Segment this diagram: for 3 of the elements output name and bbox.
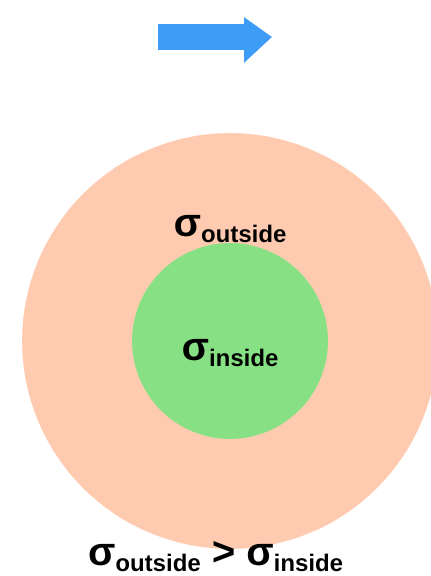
formula-caption: σ$_{outside}$ > σ$_{inside}$ [88,532,344,576]
sigma-label: σ$_{outside}$ [174,203,286,247]
sigma-label: σ$_{inside}$ [182,327,278,371]
